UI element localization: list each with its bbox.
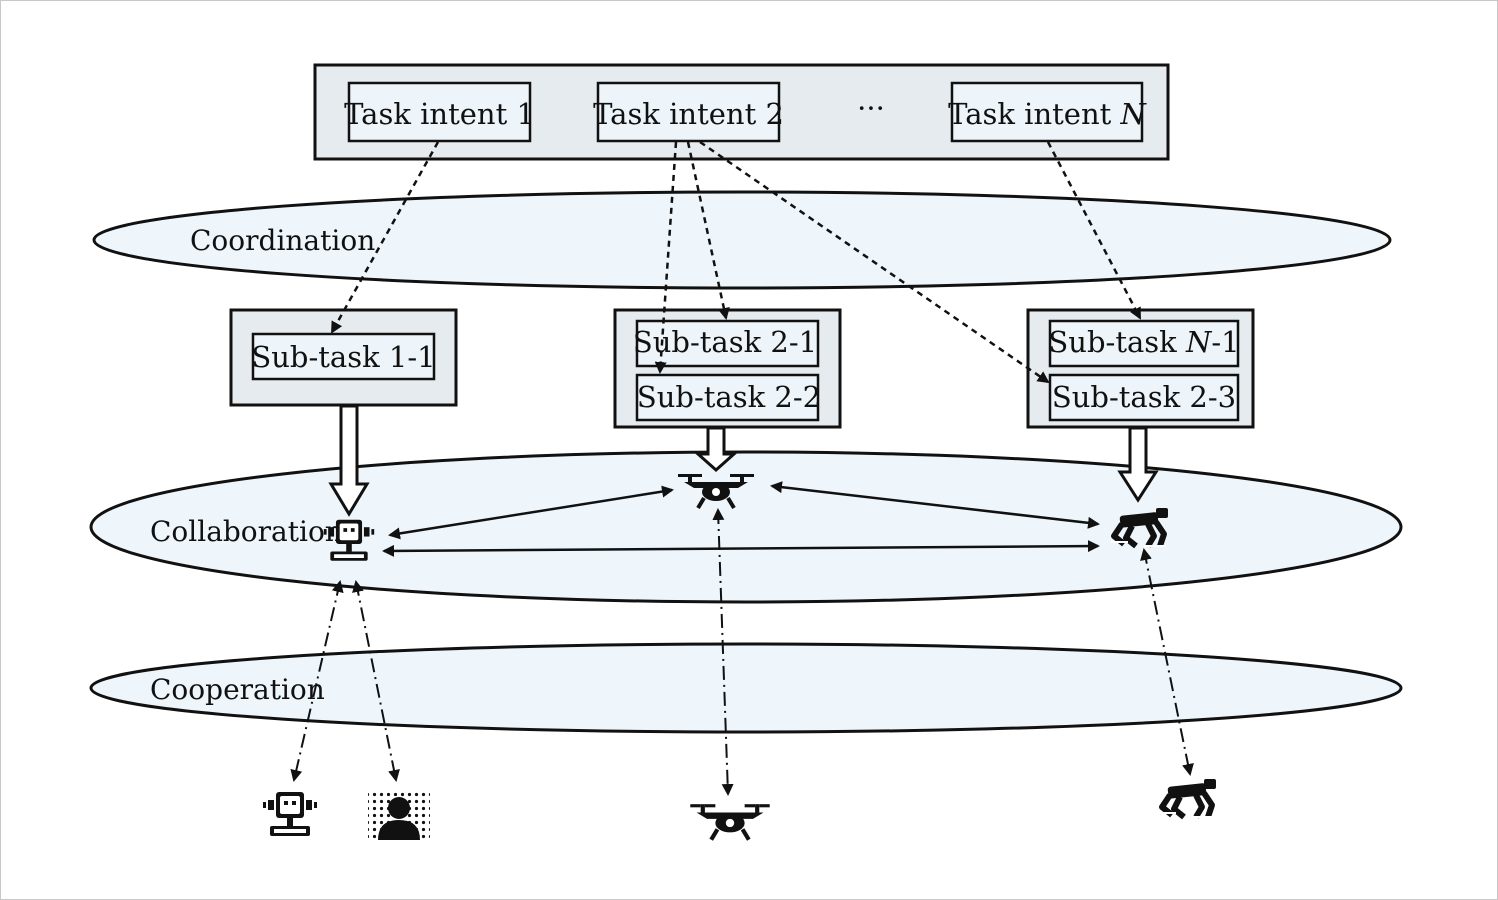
coordination-label: Coordination bbox=[190, 224, 375, 257]
coordination-layer bbox=[92, 190, 1392, 290]
task-intent-n-label: Task intent N bbox=[948, 97, 1147, 131]
arrow-intentn-to-subtask-n-1 bbox=[1046, 141, 1142, 320]
task-intent-box-1 bbox=[347, 81, 532, 143]
subtask-box-2-2 bbox=[635, 373, 820, 422]
subtask-n-1-label: Sub-task N-1 bbox=[1048, 325, 1239, 359]
subtask-2-2-label: Sub-task 2-2 bbox=[637, 380, 821, 414]
collaboration-label: Collaboration bbox=[150, 515, 343, 548]
robot-dog-icon bbox=[1159, 779, 1216, 817]
task-intent-box-n bbox=[950, 81, 1144, 143]
link-robot-to-human bbox=[352, 580, 400, 782]
link-drone-to-drone bbox=[712, 508, 734, 796]
subtask-2-3-label: Sub-task 2-3 bbox=[1052, 380, 1236, 414]
drone-icon bbox=[690, 804, 769, 840]
assign-arrow-3 bbox=[1117, 426, 1159, 503]
arrow-intent2-to-subtask-2-2 bbox=[654, 141, 678, 374]
subtask-box-2-1 bbox=[635, 319, 820, 368]
arrow-intent2-to-subtask-2-3 bbox=[699, 140, 1050, 384]
assign-arrow-2 bbox=[694, 426, 738, 473]
subtask-2-1-label: Sub-task 2-1 bbox=[633, 325, 817, 359]
task-intent-box-2 bbox=[596, 81, 781, 143]
link-robot-to-robot bbox=[290, 580, 344, 782]
subtask-box-2-3 bbox=[1048, 373, 1240, 422]
task-intent-1-label: Task intent 1 bbox=[344, 97, 535, 131]
subtask-box-n-1 bbox=[1048, 319, 1240, 368]
subtask-1-1-label: Sub-task 1-1 bbox=[251, 340, 435, 374]
link-drone-dog bbox=[770, 481, 1100, 529]
arrow-intent1-to-subtask-1-1 bbox=[330, 141, 440, 334]
cooperation-label: Cooperation bbox=[150, 673, 325, 706]
task-intent-ellipsis: ··· bbox=[857, 91, 885, 125]
link-robot-dog bbox=[382, 540, 1100, 557]
assign-arrow-1 bbox=[328, 404, 370, 517]
task-intent-2-label: Task intent 2 bbox=[593, 97, 784, 131]
arrow-intent2-to-subtask-2-1 bbox=[686, 141, 730, 320]
link-dog-to-dog bbox=[1140, 548, 1194, 776]
robot-icon bbox=[263, 792, 317, 836]
link-robot-drone bbox=[388, 485, 674, 540]
cooperation-layer bbox=[89, 642, 1403, 734]
human-icon bbox=[368, 790, 430, 840]
subtask-box-1-1 bbox=[251, 332, 436, 381]
